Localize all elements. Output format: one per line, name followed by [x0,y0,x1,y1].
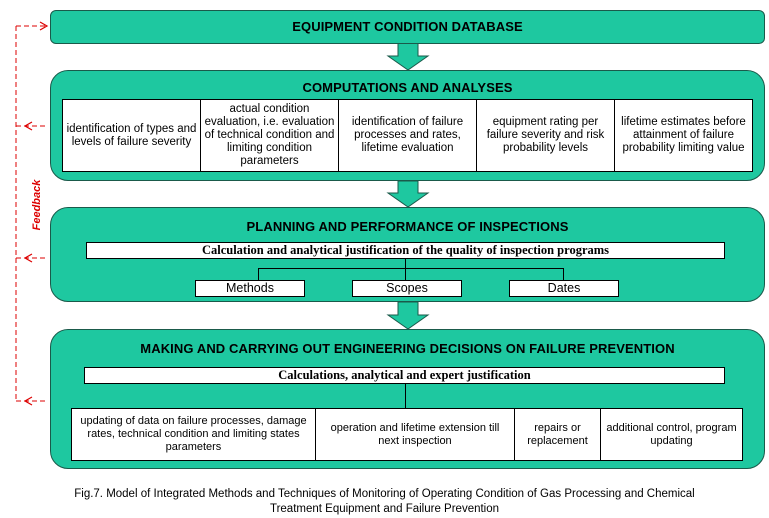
inspections-connector-horizontal [258,268,564,269]
dates-box: Dates [509,280,619,297]
decisions-title: MAKING AND CARRYING OUT ENGINEERING DECI… [140,341,675,356]
database-panel: EQUIPMENT CONDITION DATABASE [50,10,765,44]
computations-cell-2: actual condition evaluation, i.e. evalua… [200,99,339,172]
inspections-connector-drop-3 [563,268,564,280]
feedback-arrowhead-computations [23,121,33,131]
flow-arrow-2 [386,180,430,208]
database-title: EQUIPMENT CONDITION DATABASE [292,19,523,34]
flow-arrow-1 [386,42,430,71]
feedback-arrowhead-database [39,21,49,31]
inspections-connector-drop-1 [258,268,259,280]
feedback-label: Feedback [31,179,43,231]
decisions-cell-2: operation and lifetime extension till ne… [315,408,515,461]
inspections-title: PLANNING AND PERFORMANCE OF INSPECTIONS [246,219,569,234]
figure-caption-line-1: Fig.7. Model of Integrated Methods and T… [74,488,695,500]
figure-caption-line-2: Treatment Equipment and Failure Preventi… [269,503,500,515]
inspections-bar: Calculation and analytical justification… [86,242,725,259]
computations-cell-1: identification of types and levels of fa… [62,99,201,172]
inspections-connector-stem [405,259,406,268]
methods-box: Methods [195,280,305,297]
feedback-arrowhead-inspections [23,253,33,263]
computations-cell-3: identification of failure processes and … [338,99,477,172]
flow-arrow-3 [386,301,430,330]
decisions-cell-4: additional control, program updating [600,408,743,461]
inspections-connector-drop-2 [405,268,406,280]
decisions-cell-3: repairs or replacement [514,408,601,461]
decisions-cell-1: updating of data on failure processes, d… [71,408,316,461]
decisions-bar: Calculations, analytical and expert just… [84,367,725,384]
computations-cell-5: lifetime estimates before attainment of … [614,99,753,172]
feedback-arrowhead-decisions [23,396,33,406]
computations-cell-4: equipment rating per failure severity an… [476,99,615,172]
scopes-box: Scopes [352,280,462,297]
computations-title: COMPUTATIONS AND ANALYSES [302,80,513,95]
decisions-connector-stem [405,384,406,408]
